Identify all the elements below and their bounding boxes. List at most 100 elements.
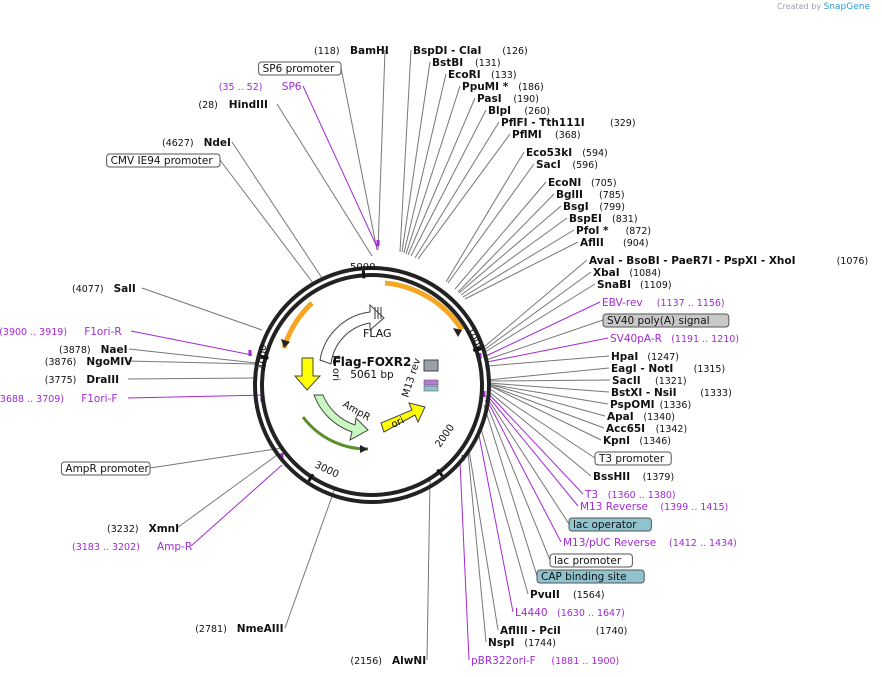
leader-line <box>128 348 257 364</box>
right-label-39-name: L4440 <box>515 607 548 619</box>
leader-line <box>459 461 470 661</box>
leader-line <box>447 163 535 284</box>
leader-line <box>487 379 611 382</box>
right-label-24-pos: (1321) <box>655 376 687 387</box>
leader-line <box>483 404 538 577</box>
right-label-31-name: BssHII <box>593 471 630 483</box>
primer-site-mark <box>280 453 284 459</box>
left-label-0-pos: (118) <box>314 46 340 57</box>
lac-operator-box <box>423 385 439 392</box>
leader-line <box>484 283 596 353</box>
tick-mark <box>307 473 315 482</box>
leader-line <box>340 67 378 251</box>
left-label-8-pos: (3878) <box>59 345 91 356</box>
right-label-39-pos: (1630 .. 1647) <box>557 608 625 619</box>
right-label-29-pos: (1346) <box>639 436 671 447</box>
right-label-10-name: EcoNI <box>548 177 581 189</box>
left-label-10-pos: (3775) <box>45 375 77 386</box>
tick-mark <box>361 270 366 279</box>
left-label-6-pos: (4077) <box>72 284 104 295</box>
green-arc-head <box>360 445 368 453</box>
right-label-8-pos: (594) <box>582 148 608 159</box>
right-label-1-name: BstBI <box>432 57 463 69</box>
right-label-36-box-text: lac promoter <box>554 555 622 567</box>
right-label-9-name: SacI <box>536 159 561 171</box>
left-label-16-name: AlwNI <box>392 655 426 667</box>
left-label-12-box: AmpR promoter <box>60 461 151 476</box>
left-label-5-box: CMV IE94 promoter <box>106 153 221 168</box>
right-label-27-name: ApaI <box>607 411 634 423</box>
leader-line <box>284 487 336 629</box>
right-label-32-name: T3 <box>584 489 598 501</box>
right-label-30-box-frame <box>594 451 672 466</box>
leader-line <box>486 391 584 495</box>
leader-line <box>401 61 431 253</box>
tick-label: 4000 <box>258 345 269 370</box>
right-label-29-name: KpnI <box>603 435 630 447</box>
right-label-40-name: AflIII - PciI <box>500 625 561 637</box>
label-column: BspDI - ClaI(126)BstBI(131)EcoRI(133)Ppu… <box>0 45 868 667</box>
primer-site-mark <box>248 350 252 356</box>
right-label-33-pos: (1399 .. 1415) <box>660 502 728 513</box>
leader-line <box>467 451 487 643</box>
right-label-20-box-frame <box>602 313 730 328</box>
backbone-outer <box>253 266 491 504</box>
right-label-37-box-frame <box>536 569 645 584</box>
right-label-2-pos: (133) <box>491 70 517 81</box>
right-label-36-box: lac promoter <box>549 553 633 568</box>
ori-label: ori <box>390 415 406 430</box>
leader-line <box>483 271 592 351</box>
leader-line <box>403 73 447 254</box>
right-label-26-pos: (1336) <box>660 400 692 411</box>
left-label-12-box-text: AmpR promoter <box>65 463 149 475</box>
right-label-7-name: PflMI <box>512 129 542 141</box>
right-label-17-name: XbaI <box>593 267 620 279</box>
right-label-26-name: PspOMI <box>610 399 655 411</box>
tick-label: 3000 <box>313 460 341 481</box>
right-label-28-name: Acc65I <box>606 423 645 435</box>
right-label-34-box: lac operator <box>568 517 652 532</box>
left-label-3-pos: (28) <box>198 100 218 111</box>
right-label-41-pos: (1744) <box>524 638 556 649</box>
leader-line <box>377 49 386 251</box>
right-label-22-name: HpaI <box>611 351 638 363</box>
left-label-10-name: DraIII <box>86 374 119 386</box>
right-label-11-name: BglII <box>556 189 583 201</box>
snapgene-logo: SnapGene <box>823 2 870 12</box>
right-label-25-name: BstXI - NsiI <box>611 387 677 399</box>
leader-lines <box>127 49 611 661</box>
leader-line <box>485 319 604 361</box>
right-label-6-pos: (329) <box>610 118 636 129</box>
leader-line <box>127 377 257 380</box>
right-label-8-name: Eco53kI <box>526 147 572 159</box>
left-label-12-box-frame <box>60 461 151 476</box>
right-label-33-name: M13 Reverse <box>580 501 648 513</box>
right-label-5-name: BlpI <box>488 105 511 117</box>
orange-arc-right <box>384 280 465 332</box>
left-label-8-name: NaeI <box>101 344 128 356</box>
leader-line <box>457 193 555 293</box>
right-label-20-box: SV40 poly(A) signal <box>602 313 730 328</box>
right-label-21-name: SV40pA-R <box>610 333 662 345</box>
sv40-polya-box <box>423 359 439 372</box>
leader-line <box>127 394 265 399</box>
right-label-16-pos: (1076) <box>837 256 869 267</box>
right-label-7-pos: (368) <box>555 130 581 141</box>
f1-ori-label: f1 ori <box>330 355 341 381</box>
leader-line <box>417 133 511 260</box>
right-label-5-pos: (260) <box>524 106 550 117</box>
primer-site-mark <box>376 240 380 246</box>
snapgene-credit: Created by SnapGene <box>777 2 870 12</box>
right-label-22-pos: (1247) <box>647 352 679 363</box>
leader-line <box>486 389 592 477</box>
right-label-42-name: pBR322ori-F <box>471 655 536 667</box>
left-label-14-pos: (3183 .. 3202) <box>72 542 140 553</box>
left-label-1-box-text: SP6 promoter <box>263 63 335 75</box>
leader-line <box>276 103 373 257</box>
leader-line <box>487 367 610 381</box>
right-label-14-name: PfoI * <box>576 225 609 237</box>
orange-arc-left-head <box>281 339 290 348</box>
right-label-42-pos: (1881 .. 1900) <box>551 656 619 667</box>
right-label-23-pos: (1315) <box>694 364 726 375</box>
